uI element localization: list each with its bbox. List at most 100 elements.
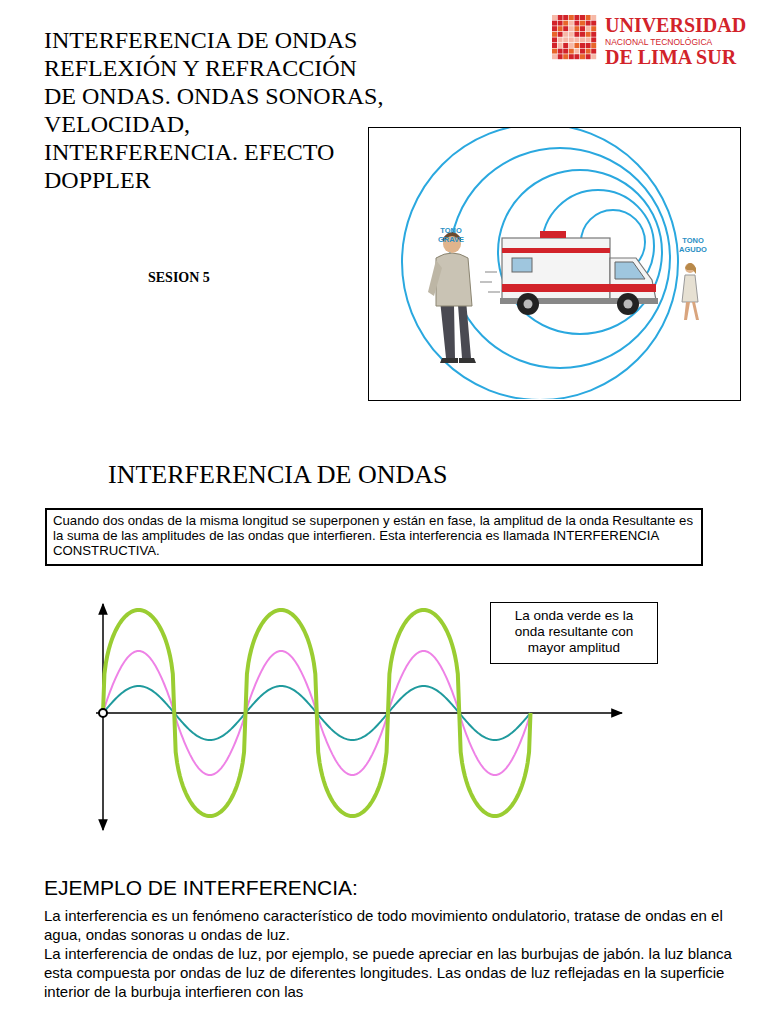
logo-cell xyxy=(586,49,591,54)
slide-title: INTERFERENCIA DE ONDAS REFLEXIÓN Y REFRA… xyxy=(44,26,389,194)
box-text: La onda verde es la onda resultante con … xyxy=(499,608,649,656)
woman-legs xyxy=(684,302,699,320)
motion-line xyxy=(480,281,492,282)
logo-cell xyxy=(580,49,585,54)
ambulance xyxy=(480,231,658,315)
logo-cell xyxy=(569,49,574,54)
woman-dress xyxy=(682,275,698,302)
logo-cell xyxy=(552,32,557,37)
illustration-frame: TONO GRAVE TONO AGUDO xyxy=(368,127,741,401)
body-paragraph: La interferencia es un fenómeno caracter… xyxy=(44,906,764,944)
origin-dot xyxy=(99,709,107,717)
logo-cell xyxy=(586,37,591,42)
logo-cell xyxy=(580,54,585,59)
logo-cell xyxy=(558,37,563,42)
logo-cell xyxy=(586,21,591,26)
ambulance-cab xyxy=(610,258,656,300)
green-resultant-wave xyxy=(103,610,531,816)
logo-cell xyxy=(563,37,568,42)
sound-wavefront xyxy=(450,148,670,368)
woman-head xyxy=(685,263,695,273)
logo-cell xyxy=(580,37,585,42)
ambulance-stripe-top xyxy=(502,248,610,253)
logo-cell xyxy=(580,15,585,20)
ambulance-hub xyxy=(624,300,633,309)
logo-cell xyxy=(569,37,574,42)
logo-cell xyxy=(558,15,563,20)
ambulance-wheel xyxy=(617,293,639,315)
ambulance-stripe xyxy=(502,284,656,292)
doppler-illustration xyxy=(402,128,699,399)
logo-cell xyxy=(569,15,574,20)
logo-cell xyxy=(569,26,574,31)
man-arm xyxy=(428,260,442,296)
logo-cell xyxy=(574,54,579,59)
logo-cell xyxy=(563,15,568,20)
logo-cell xyxy=(591,15,596,20)
logo-cell xyxy=(591,37,596,42)
logo-cell xyxy=(552,15,557,20)
man-jacket xyxy=(436,253,472,306)
logo-cell xyxy=(563,54,568,59)
logo-cell xyxy=(563,21,568,26)
logo-cell xyxy=(574,26,579,31)
logo-cell xyxy=(580,43,585,48)
logo-cell xyxy=(586,54,591,59)
logo-cell xyxy=(569,21,574,26)
logo-cell xyxy=(563,26,568,31)
ambulance-light xyxy=(540,231,566,238)
logo-cell xyxy=(586,26,591,31)
logo-cell xyxy=(574,49,579,54)
logo-subtitle: NACIONAL TECNOLÓGICA xyxy=(605,37,765,47)
logo-name: DE LIMA SUR xyxy=(605,46,765,69)
callout-box: La onda verde es la onda resultante con … xyxy=(490,602,658,664)
logo-cell xyxy=(552,49,557,54)
logo-cell xyxy=(552,43,557,48)
woman-figure xyxy=(682,263,699,320)
definition-box: Cuando dos ondas de la misma longitud se… xyxy=(45,508,703,566)
logo-cell xyxy=(552,26,557,31)
motion-line xyxy=(488,291,500,292)
logo-cell xyxy=(569,54,574,59)
logo-cell xyxy=(591,32,596,37)
logo-cell xyxy=(552,37,557,42)
logo-cell xyxy=(574,15,579,20)
ambulance-wheel xyxy=(517,293,539,315)
logo-cell xyxy=(552,54,557,59)
logo-cell xyxy=(558,32,563,37)
logo-cell xyxy=(552,21,557,26)
logo-name: UNIVERSIDAD xyxy=(605,14,765,37)
body-paragraph: La interferencia de ondas de luz, por ej… xyxy=(44,944,764,1001)
logo-cell xyxy=(580,32,585,37)
sound-tone-label: TONO GRAVE xyxy=(431,226,471,244)
logo-cell xyxy=(591,49,596,54)
logo-cell xyxy=(574,43,579,48)
ambulance-window xyxy=(615,262,645,279)
logo-cell xyxy=(558,21,563,26)
session-label: SESION 5 xyxy=(148,270,268,286)
motion-line xyxy=(485,271,497,272)
logo-cell xyxy=(580,26,585,31)
man-figure xyxy=(428,232,476,363)
sound-wavefront xyxy=(498,170,662,334)
logo-cell xyxy=(586,32,591,37)
logo-cell xyxy=(563,43,568,48)
logo-cell xyxy=(580,21,585,26)
logo-cell xyxy=(558,26,563,31)
section-heading: INTERFERENCIA DE ONDAS xyxy=(108,460,608,490)
logo-cell xyxy=(563,49,568,54)
logo-cell xyxy=(591,54,596,59)
logo-cell xyxy=(558,49,563,54)
woman-hair xyxy=(685,263,696,274)
ambulance-window-rear xyxy=(512,258,532,272)
logo-cell xyxy=(558,54,563,59)
logo-cell xyxy=(558,43,563,48)
university-logo-mark xyxy=(552,15,596,59)
logo-cell xyxy=(586,15,591,20)
logo-cell xyxy=(569,43,574,48)
logo-cell xyxy=(586,43,591,48)
logo-cell xyxy=(569,32,574,37)
sound-tone-label: TONO AGUDO xyxy=(673,236,713,254)
man-legs xyxy=(440,300,471,358)
